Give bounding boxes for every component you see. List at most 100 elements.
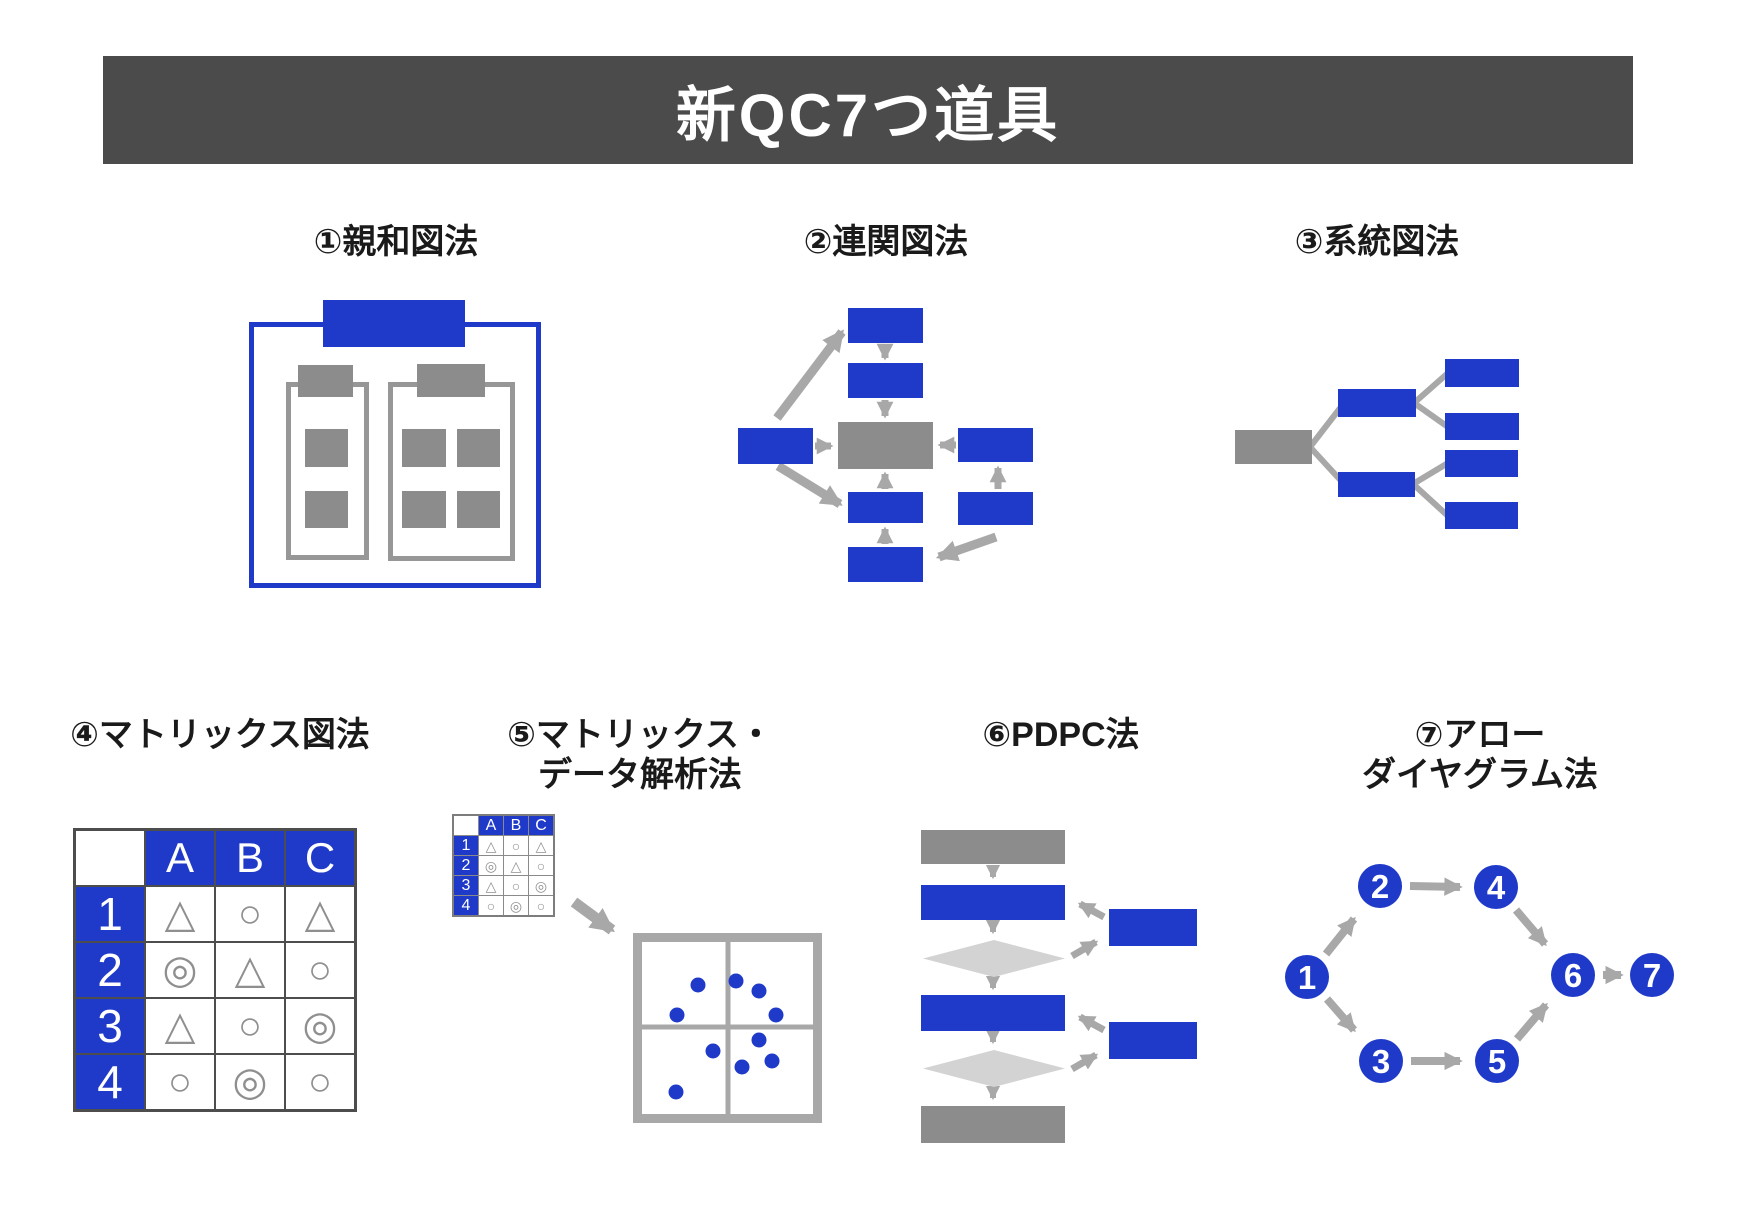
mini-matrix-cell: ○ — [478, 895, 504, 917]
matrix-row-header: 4 — [73, 1053, 146, 1112]
label-matrix: ④マトリックス図法 — [70, 716, 370, 754]
mini-matrix-corner-cell — [452, 814, 479, 836]
mini-matrix-cell: ◎ — [528, 875, 555, 896]
matrix-cell: △ — [144, 885, 216, 943]
arrow-edge — [1323, 996, 1358, 1033]
tree-leaf-box — [1445, 413, 1519, 440]
mini-matrix-cell: ○ — [503, 835, 529, 856]
tree-leaf-box — [1445, 450, 1518, 477]
mini-matrix-cell: △ — [503, 855, 529, 876]
mini-matrix-cell: ◎ — [478, 855, 504, 876]
matrix-row-header: 1 — [73, 885, 146, 943]
pdpc-start-box — [921, 830, 1065, 864]
tree-branch — [1412, 400, 1450, 430]
matrix-row-header: 3 — [73, 997, 146, 1055]
arrow-edge — [1409, 877, 1463, 896]
mini-matrix-row-header: 4 — [452, 895, 479, 917]
mini-matrix-row-header: 1 — [452, 835, 479, 856]
affinity-card — [457, 491, 500, 528]
pdpc-flowchart — [921, 830, 1197, 1143]
tree-branch — [1410, 481, 1451, 519]
scatter-dot — [734, 1059, 750, 1075]
table-row: 1 △ ○ △ — [452, 835, 555, 856]
arrow-node-circle — [1358, 864, 1402, 908]
tree-diagram — [1235, 359, 1519, 529]
relation-box — [848, 363, 923, 398]
matrix-col-header: B — [214, 828, 286, 887]
pdpc-step-box — [921, 995, 1065, 1031]
table-row: A B C — [452, 814, 555, 836]
tree-root-box — [1235, 430, 1312, 464]
affinity-card — [402, 429, 446, 467]
matrix-col-header: C — [284, 828, 357, 887]
page-title: 新QC7つ道具 — [675, 81, 1061, 149]
mini-matrix-row-header: 3 — [452, 875, 479, 896]
matrix-cell: ○ — [214, 997, 286, 1055]
table-row: 3 △ ○ ◎ — [73, 997, 357, 1055]
pdpc-decision-diamond — [923, 940, 1065, 977]
label-arrow-diagram-line1: ⑦アロー — [1414, 716, 1546, 754]
label-matrix-data-line2: データ解析法 — [538, 756, 742, 794]
title-bar: 新QC7つ道具 — [103, 56, 1633, 164]
table-row: 1 △ ○ △ — [73, 885, 357, 943]
affinity-card — [305, 429, 348, 467]
mini-matrix-cell: △ — [478, 875, 504, 896]
tree-box — [1338, 472, 1415, 497]
table-row: 4 ○ ◎ ○ — [73, 1053, 357, 1112]
arrow-node-label: 6 — [1564, 957, 1582, 994]
arrow-node-label: 4 — [1487, 869, 1506, 906]
affinity-card — [402, 491, 446, 528]
pdpc-decision-diamond — [923, 1050, 1065, 1087]
tree-branch — [1411, 460, 1450, 487]
relation-arrow — [773, 329, 846, 421]
label-matrix-data: ⑤マトリックス・ データ解析法 — [440, 715, 840, 795]
mini-matrix-cell: △ — [478, 835, 504, 856]
arrow-node-label: 3 — [1372, 1043, 1390, 1080]
relation-box — [848, 308, 923, 343]
mini-matrix-cell: ◎ — [503, 895, 529, 917]
arrow-node-circle — [1285, 955, 1329, 999]
mini-matrix-row-header: 2 — [452, 855, 479, 876]
matrix-row-header: 2 — [73, 941, 146, 999]
matrix-cell: △ — [144, 997, 216, 1055]
arrow-diagram: 1 2 3 4 5 6 7 — [1285, 864, 1674, 1083]
label-arrow-diagram: ⑦アロー ダイヤグラム法 — [1280, 715, 1680, 795]
table-row: 2 ◎ △ ○ — [73, 941, 357, 999]
arrow-node-circle — [1551, 953, 1595, 997]
arrow-node-circle — [1359, 1039, 1403, 1083]
arrow-node-label: 1 — [1298, 959, 1316, 996]
arrow-edge — [1512, 907, 1549, 947]
mini-matrix-table: A B C 1 △ ○ △ 2 ◎ △ ○ 3 △ ○ ◎ 4 ○ ◎ ○ — [452, 814, 555, 917]
affinity-group-left-tab — [298, 365, 353, 397]
arrow-node-circle — [1475, 1039, 1519, 1083]
pdpc-side-box — [1109, 909, 1197, 946]
scatter-dot — [669, 1007, 685, 1023]
mini-matrix-cell: ○ — [503, 875, 529, 896]
scatter-dot — [764, 1053, 780, 1069]
matrix-col-header: A — [144, 828, 216, 887]
pdpc-branch-arrow — [1070, 938, 1099, 960]
label-matrix-data-line1: ⑤マトリックス・ — [507, 716, 773, 754]
tree-box — [1338, 389, 1416, 417]
pdpc-side-box — [1109, 1022, 1197, 1059]
affinity-group-right — [388, 382, 515, 561]
arrow-node-label: 5 — [1488, 1043, 1506, 1080]
scatter-dot — [728, 973, 744, 989]
matrix-cell: ○ — [214, 885, 286, 943]
scatter-dot — [751, 983, 767, 999]
relation-arrow — [935, 532, 998, 562]
mini-matrix-col-header: A — [478, 814, 504, 836]
relation-arrow — [775, 462, 843, 508]
label-arrow-diagram-line2: ダイヤグラム法 — [1362, 756, 1598, 794]
matrix-cell: △ — [214, 941, 286, 999]
relation-box — [738, 428, 813, 464]
scatter-dot — [768, 1007, 784, 1023]
pdpc-return-arrow — [1077, 900, 1106, 921]
matrix-cell: △ — [284, 885, 357, 943]
affinity-group-right-tab — [417, 364, 485, 397]
pdpc-branch-arrow — [1070, 1051, 1099, 1073]
table-row: 2 ◎ △ ○ — [452, 855, 555, 876]
arrow-edge — [1513, 1002, 1550, 1042]
arrow-node-label: 2 — [1371, 868, 1389, 905]
